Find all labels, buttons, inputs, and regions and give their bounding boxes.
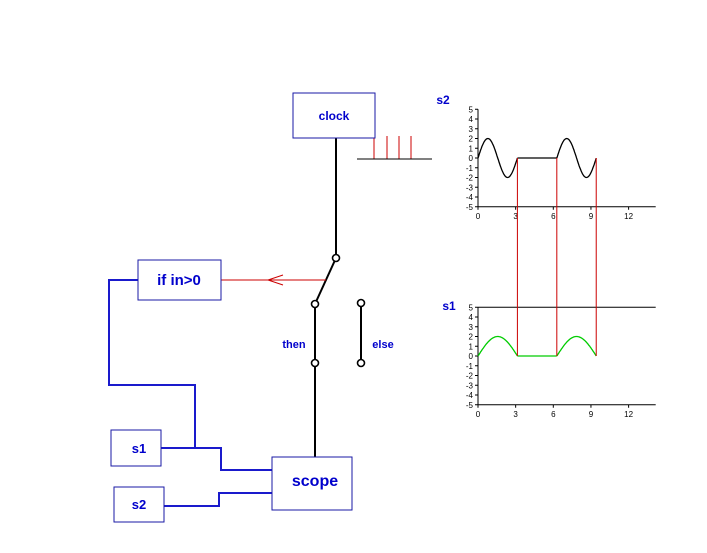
- else-label: else: [372, 339, 393, 351]
- y-tick-label: 0: [469, 154, 474, 163]
- y-tick-label: 5: [469, 105, 474, 114]
- control-arrow: [266, 274, 284, 286]
- series-line: [477, 335, 518, 357]
- x-tick-label: 3: [513, 212, 518, 221]
- y-tick-label: 1: [469, 342, 474, 351]
- if-block-label: if in>0: [157, 272, 201, 289]
- x-tick-label: 12: [624, 410, 633, 419]
- y-tick-label: 3: [469, 125, 474, 134]
- else-node: [356, 298, 366, 308]
- s2-to-scope-wire: [164, 492, 272, 507]
- y-tick-label: -2: [466, 372, 474, 381]
- switch-node: [331, 253, 341, 263]
- y-tick-label: 2: [469, 333, 474, 342]
- y-tick-label: -2: [466, 174, 474, 183]
- y-tick-label: 1: [469, 144, 474, 153]
- y-tick-label: -4: [466, 391, 474, 400]
- y-tick-label: -4: [466, 193, 474, 202]
- event-lines: [516, 158, 597, 356]
- x-tick-label: 0: [476, 212, 481, 221]
- x-tick-label: 6: [551, 212, 556, 221]
- s2-label: s2: [132, 497, 146, 512]
- if-to-s1-wire: [108, 279, 196, 448]
- then-node: [310, 358, 320, 368]
- switch-blade: [314, 257, 337, 305]
- x-tick-label: 0: [476, 410, 481, 419]
- else-node: [356, 358, 366, 368]
- x-tick-label: 12: [624, 212, 633, 221]
- clock-pulses: [357, 136, 432, 160]
- switch-node: [310, 299, 320, 309]
- if-block[interactable]: if in>0: [137, 259, 222, 301]
- s1-block[interactable]: s1: [110, 429, 162, 467]
- y-tick-label: 2: [469, 135, 474, 144]
- series-line: [556, 335, 597, 357]
- y-tick-label: -5: [466, 401, 474, 410]
- x-tick-label: 6: [551, 410, 556, 419]
- s1-label: s1: [132, 441, 146, 456]
- chart-label: s2: [436, 93, 450, 107]
- clock-label: clock: [319, 109, 350, 123]
- y-tick-label: 5: [469, 303, 474, 312]
- s1-to-scope-wire: [161, 447, 272, 471]
- chart-label: s1: [442, 299, 456, 313]
- scope-block[interactable]: scope: [271, 456, 353, 511]
- y-tick-label: -1: [466, 362, 474, 371]
- then-label: then: [282, 339, 306, 351]
- y-tick-label: -5: [466, 203, 474, 212]
- y-tick-label: 4: [469, 313, 474, 322]
- x-tick-label: 3: [513, 410, 518, 419]
- y-tick-label: -1: [466, 164, 474, 173]
- x-tick-label: 9: [589, 410, 594, 419]
- y-tick-label: 4: [469, 115, 474, 124]
- series-line: [477, 137, 519, 179]
- clock-block[interactable]: clock: [292, 92, 376, 139]
- y-tick-label: 0: [469, 352, 474, 361]
- x-tick-label: 9: [589, 212, 594, 221]
- scope-label: scope: [292, 473, 338, 490]
- s2-block[interactable]: s2: [113, 486, 165, 523]
- y-tick-label: -3: [466, 381, 474, 390]
- series-line: [556, 137, 597, 179]
- y-tick-label: -3: [466, 183, 474, 192]
- y-tick-label: 3: [469, 323, 474, 332]
